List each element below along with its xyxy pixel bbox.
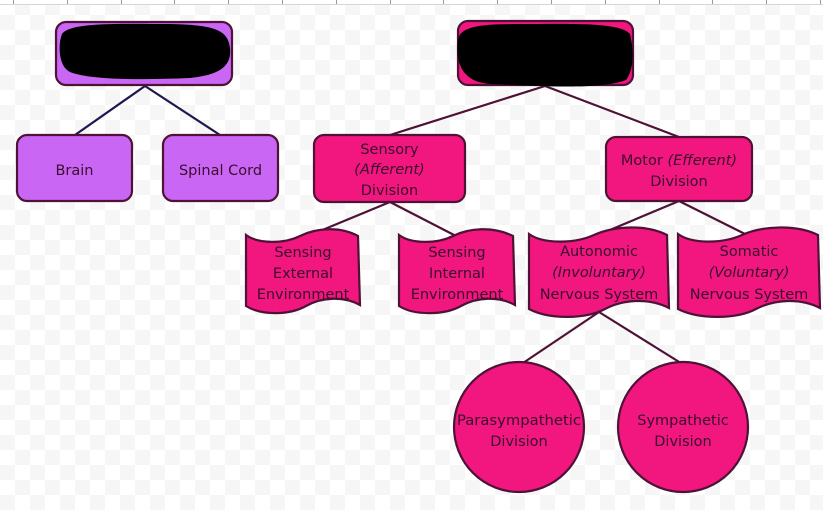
node-sympathetic-division[interactable]: Sympathetic Division: [616, 360, 750, 494]
ruler-tick: [67, 0, 68, 4]
connector-root-sensory[interactable]: [389, 84, 546, 137]
ruler-tick: [336, 0, 337, 4]
sensing-internal-line2: Internal: [429, 266, 485, 282]
motor-line1-italic: (Efferent): [667, 153, 737, 169]
sensing-external-line2: External: [273, 266, 333, 282]
sympathetic-line1: Sympathetic: [637, 413, 729, 429]
ruler-tick: [497, 0, 498, 4]
connector-autonomic-sympathetic[interactable]: [598, 311, 685, 366]
left-root-node[interactable]: [54, 20, 234, 87]
redaction-mark: [457, 23, 633, 87]
connector-sensory-internal[interactable]: [389, 201, 457, 237]
node-somatic-nervous-system[interactable]: Somatic (Voluntary) Nervous System: [676, 226, 822, 318]
motor-line2: Division: [650, 174, 707, 190]
ruler-tick: [605, 0, 606, 4]
top-ruler: [0, 0, 823, 5]
sensory-line2: (Afferent): [354, 162, 424, 178]
right-root-node[interactable]: [456, 19, 635, 87]
node-brain-label: Brain: [55, 163, 93, 179]
autonomic-line3: Nervous System: [540, 287, 659, 303]
parasympathetic-line2: Division: [490, 434, 547, 450]
node-spinal-cord[interactable]: Spinal Cord: [161, 133, 280, 203]
sensory-line1: Sensory: [360, 142, 419, 158]
node-autonomic-nervous-system[interactable]: Autonomic (Involuntary) Nervous System: [527, 226, 671, 318]
ruler-tick: [282, 0, 283, 4]
sympathetic-line2: Division: [654, 434, 711, 450]
ruler-tick: [766, 0, 767, 4]
sensing-internal-line1: Sensing: [428, 245, 485, 261]
connectors: [74, 84, 748, 366]
connector-root-brain[interactable]: [74, 85, 146, 136]
connector-autonomic-parasympathetic[interactable]: [519, 311, 600, 366]
ruler-tick: [712, 0, 713, 4]
connector-root-spinal-cord[interactable]: [144, 85, 221, 136]
somatic-line3: Nervous System: [690, 287, 809, 303]
sensing-external-line1: Sensing: [274, 245, 331, 261]
ruler-tick: [228, 0, 229, 4]
autonomic-line2: (Involuntary): [552, 265, 646, 281]
ruler-tick: [659, 0, 660, 4]
node-parasympathetic-division[interactable]: Parasympathetic Division: [452, 360, 586, 494]
node-sensing-external[interactable]: Sensing External Environment: [244, 228, 362, 315]
ruler-tick: [820, 0, 821, 4]
redaction-mark: [59, 23, 231, 80]
node-sensing-internal[interactable]: Sensing Internal Environment: [397, 228, 517, 315]
sensing-external-line3: Environment: [257, 287, 350, 303]
ruler-tick: [121, 0, 122, 4]
somatic-line2: (Voluntary): [709, 265, 790, 281]
node-spinal-cord-label: Spinal Cord: [179, 163, 262, 179]
ruler-tick: [443, 0, 444, 4]
connector-root-motor[interactable]: [544, 84, 680, 139]
somatic-line1: Somatic: [720, 244, 779, 260]
connector-motor-somatic[interactable]: [678, 200, 748, 236]
parasympathetic-line1: Parasympathetic: [457, 413, 581, 429]
ruler-tick: [551, 0, 552, 4]
node-sensory-division[interactable]: Sensory (Afferent) Division: [312, 133, 467, 204]
ruler-tick: [13, 0, 14, 4]
sensory-line3: Division: [361, 183, 418, 199]
motor-line1-plain: Motor: [621, 153, 668, 169]
node-motor-division[interactable]: Motor (Efferent) Division: [604, 135, 754, 203]
motor-line1: Motor (Efferent): [621, 153, 737, 169]
autonomic-line1: Autonomic: [560, 244, 638, 260]
sensing-internal-line3: Environment: [411, 287, 504, 303]
node-brain[interactable]: Brain: [15, 133, 134, 203]
ruler-tick: [174, 0, 175, 4]
ruler-tick: [390, 0, 391, 4]
